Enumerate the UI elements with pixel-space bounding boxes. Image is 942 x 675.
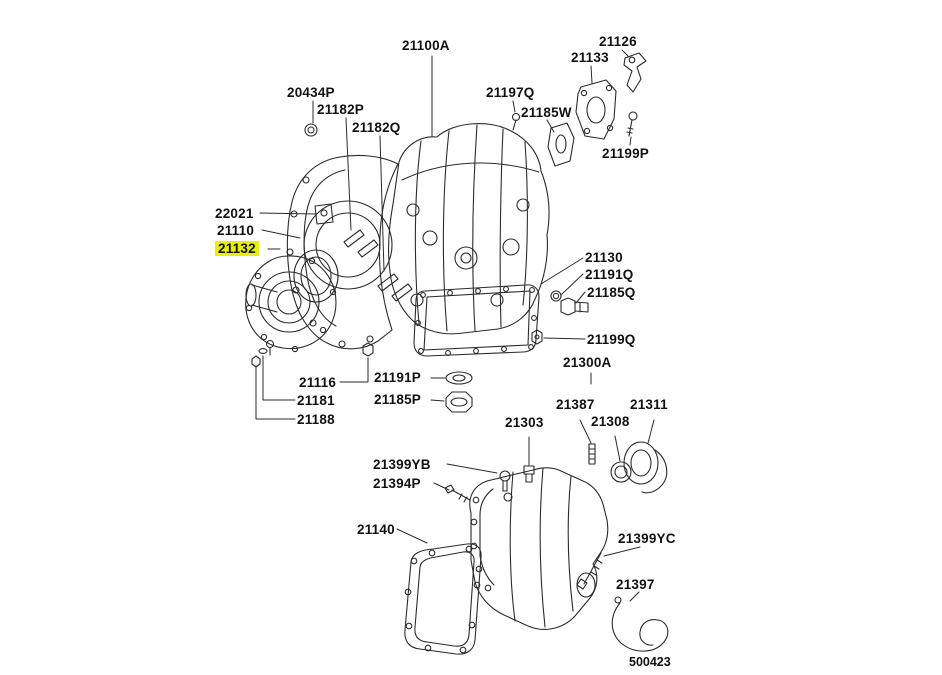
part-label-20434P: 20434P (287, 85, 335, 100)
bolt-21197Q-drawing (511, 112, 521, 131)
part-label-21191P: 21191P (374, 370, 421, 385)
oring-21191Q-drawing (550, 290, 562, 302)
left-fasteners-drawing (251, 339, 275, 368)
bracket-21126-drawing (623, 52, 647, 93)
main-case-drawing (388, 123, 550, 335)
part-label-21394P: 21394P (373, 476, 421, 491)
part-label-21140: 21140 (357, 522, 395, 537)
extension-housing-drawing (469, 465, 609, 630)
part-label-21197Q: 21197Q (486, 85, 535, 100)
stud-21182Q-drawing (377, 273, 413, 302)
part-label-21303: 21303 (505, 415, 544, 430)
gasket-22021-drawing (314, 203, 334, 225)
part-label-22021: 22021 (215, 206, 254, 221)
leader-lines (255, 49, 655, 602)
part-label-21110: 21110 (217, 223, 255, 238)
part-label-21185Q: 21185Q (587, 285, 636, 300)
part-label-21182Q: 21182Q (352, 120, 401, 135)
part-label-21181: 21181 (297, 393, 335, 408)
nut-21185P-drawing (445, 391, 473, 413)
part-label-21308: 21308 (591, 414, 630, 429)
bolt-21199P-drawing (626, 111, 638, 137)
part-label-21116: 21116 (299, 375, 337, 390)
drawing-number: 500423 (629, 655, 671, 669)
gasket-21185W-drawing (547, 122, 575, 167)
part-label-21311: 21311 (630, 397, 668, 412)
part-label-21300A: 21300A (563, 355, 612, 370)
gasket-21140-drawing (404, 543, 482, 655)
bolt-21199Q-drawing (531, 329, 543, 345)
part-label-21199Q: 21199Q (587, 332, 636, 347)
part-label-21387: 21387 (556, 397, 595, 412)
part-label-21182P: 21182P (317, 102, 364, 117)
stud-21182P-drawing (343, 229, 379, 258)
part-label-21126: 21126 (599, 34, 637, 49)
part-label-21399YC: 21399YC (618, 531, 676, 546)
gasket-21133-drawing (575, 79, 617, 140)
clutch-housing-drawing (286, 154, 399, 350)
part-label-21199P: 21199P (602, 146, 649, 161)
seal-20434P-drawing (304, 123, 318, 137)
stud-21387-drawing (588, 443, 596, 465)
pan-gasket-21130-drawing (413, 284, 540, 357)
plug-21116-drawing (362, 342, 374, 357)
part-label-21185W: 21185W (521, 105, 572, 120)
part-label-21132-highlighted: 21132 (215, 241, 259, 256)
pump-cover-drawing (245, 255, 337, 353)
bolt-21394P-drawing (444, 484, 471, 503)
part-label-21185P: 21185P (374, 392, 421, 407)
part-label-21397: 21397 (616, 577, 655, 592)
seal-21308-drawing (610, 461, 632, 483)
part-label-21188: 21188 (297, 412, 335, 427)
washer-21191P-drawing (445, 371, 473, 385)
part-label-21130: 21130 (585, 250, 623, 265)
part-label-21133: 21133 (571, 50, 609, 65)
breather-21399YB-drawing (499, 470, 511, 492)
sleeve-21311-drawing (623, 441, 668, 494)
part-label-21100A: 21100A (402, 38, 450, 53)
seal-ring-drawing (293, 249, 339, 303)
plug-21185Q-drawing (560, 297, 589, 316)
part-label-21399YB: 21399YB (373, 457, 431, 472)
bolt-21399YC-drawing (576, 552, 603, 590)
part-label-21191Q: 21191Q (585, 267, 634, 282)
strap-21397-drawing (611, 596, 669, 652)
